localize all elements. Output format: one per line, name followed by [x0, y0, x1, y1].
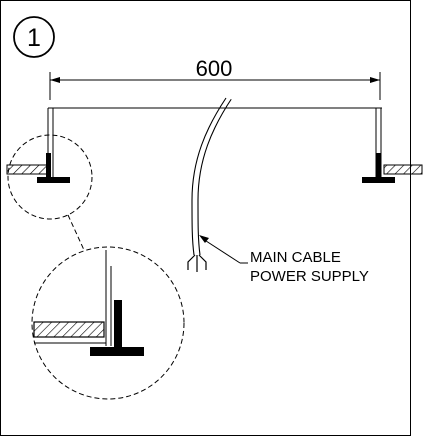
dimension-arrow-right	[370, 77, 380, 83]
detail-tbar-web	[114, 300, 122, 347]
right-tbar-flange	[362, 177, 395, 183]
cable-callout: MAIN CABLE POWER SUPPLY	[199, 235, 369, 285]
detail-tbar-flange	[90, 347, 144, 356]
step-number: 1	[27, 24, 41, 52]
dimension-arrow-left	[50, 77, 60, 83]
detail-leader-line	[67, 214, 85, 251]
power-cable	[187, 92, 239, 272]
left-ceiling-panel	[6, 164, 50, 175]
callout-line-1: MAIN CABLE	[250, 249, 341, 266]
detail-enlargement	[31, 246, 185, 400]
right-ceiling-grid	[362, 153, 423, 183]
dimension-annotation: 600	[49, 56, 381, 100]
right-tbar-web	[376, 153, 381, 177]
detail-marker-circle	[7, 134, 93, 220]
dimension-value: 600	[196, 56, 233, 81]
cable-line-inner	[197, 97, 233, 256]
cable-line-outer	[191, 97, 227, 256]
right-ceiling-panel	[383, 164, 423, 175]
callout-leader-diagonal	[202, 238, 241, 264]
left-ceiling-grid	[6, 153, 70, 183]
callout-line-2: POWER SUPPLY	[250, 268, 369, 285]
fixture-outline	[47, 107, 382, 180]
cable-break-gap	[219, 92, 239, 102]
detail-enlargement-circle	[31, 246, 185, 400]
step-badge: 1	[13, 16, 55, 58]
detail-ceiling-panel	[33, 321, 105, 338]
step-badge-circle	[13, 16, 55, 58]
left-tbar-flange	[37, 177, 70, 183]
left-tbar-web	[46, 153, 51, 177]
wire-end-left	[187, 254, 196, 270]
wire-end-right	[198, 254, 207, 270]
